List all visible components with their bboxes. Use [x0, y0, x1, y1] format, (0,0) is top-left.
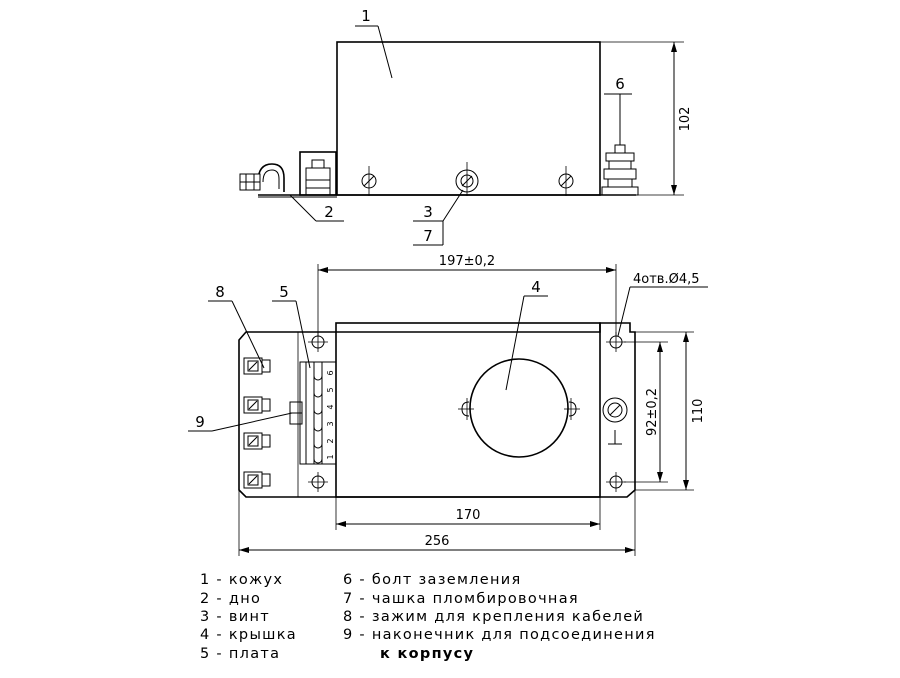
terminal-number: 5	[326, 387, 335, 392]
plan-ground-bolt	[602, 397, 628, 445]
mount-hole-br	[606, 472, 626, 492]
plan-view: 6 5 4 3 2 1 8 5 9 4 4отв.Ø4,5 197±0,2	[188, 254, 708, 556]
label-chashka-num: 7	[423, 227, 433, 245]
terminal-board	[289, 361, 337, 465]
label-nakonechnik-num: 9	[195, 413, 205, 431]
housing-outline	[336, 41, 601, 196]
side-screw-middle	[455, 162, 479, 196]
terminal-number: 2	[326, 438, 335, 443]
dim-height-102: 102	[678, 107, 693, 132]
terminal-number: 1	[326, 454, 335, 459]
label-dno-num: 2	[324, 203, 334, 221]
dim-inner-height: 92±0,2	[645, 388, 660, 436]
terminal-number: 4	[326, 404, 335, 409]
side-screw-right	[558, 166, 574, 196]
terminal-number: 6	[326, 370, 335, 375]
label-kozhuh-num: 1	[361, 7, 371, 25]
cable-clamps	[243, 357, 271, 489]
side-terminal-block	[299, 151, 337, 196]
dim-overall-width: 256	[425, 534, 450, 549]
terminal-number: 3	[326, 421, 335, 426]
label-vint-num: 3	[423, 203, 433, 221]
side-clamp	[239, 163, 285, 192]
side-ground-bolt	[601, 144, 639, 196]
dim-holes: 4отв.Ø4,5	[633, 272, 700, 287]
side-view: 102 1 2 3 7 6	[239, 7, 693, 246]
label-bolt-num: 6	[615, 75, 625, 93]
side-screw-left	[361, 166, 377, 196]
label-zazhim-num: 8	[215, 283, 225, 301]
label-kryshka-num: 4	[531, 278, 541, 296]
dim-overall-height: 110	[691, 399, 706, 424]
dim-mount-spacing: 197±0,2	[439, 254, 495, 269]
mount-hole-bl	[308, 472, 328, 492]
dim-cover-width: 170	[456, 508, 481, 523]
cover-outline	[335, 322, 601, 498]
lid-circle	[458, 358, 580, 458]
label-plata-num: 5	[279, 283, 289, 301]
